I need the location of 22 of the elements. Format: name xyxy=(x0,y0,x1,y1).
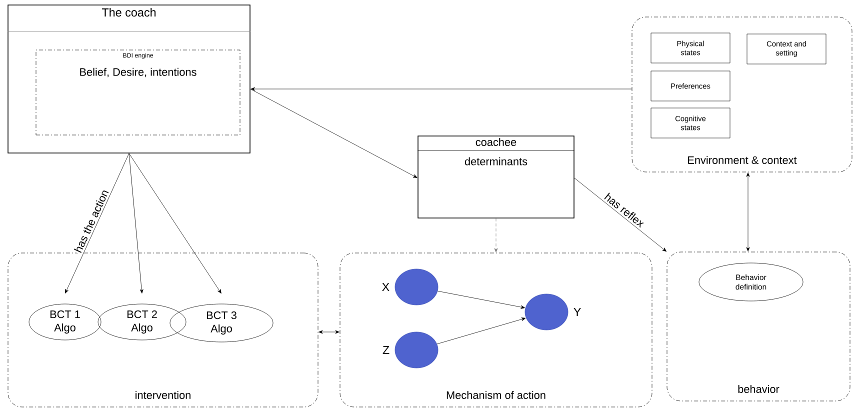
arrow xyxy=(128,153,222,294)
arrow xyxy=(437,290,526,309)
edge-label: has the action xyxy=(72,187,110,255)
variable-circle xyxy=(382,268,438,306)
ellipse-node: BCT 3 Algo xyxy=(170,304,274,342)
variable-circle xyxy=(524,294,581,330)
arrow xyxy=(318,330,340,334)
arrow xyxy=(250,87,632,91)
arrow xyxy=(494,218,498,252)
arrow xyxy=(746,172,750,252)
ellipse-node: BCT 1 Algo xyxy=(28,304,102,340)
ellipse-node: BCT 2 Algo xyxy=(98,304,186,340)
arrow xyxy=(128,153,144,294)
variable-label: X xyxy=(382,282,390,292)
arrow xyxy=(65,153,130,294)
arrow xyxy=(250,88,418,178)
arrow xyxy=(574,178,667,252)
variable-label: Z xyxy=(382,346,390,354)
entity-box: coachee determinants xyxy=(417,136,575,218)
variable-label: Y xyxy=(574,308,581,316)
variable-circle xyxy=(382,332,438,368)
arrow xyxy=(436,318,526,344)
